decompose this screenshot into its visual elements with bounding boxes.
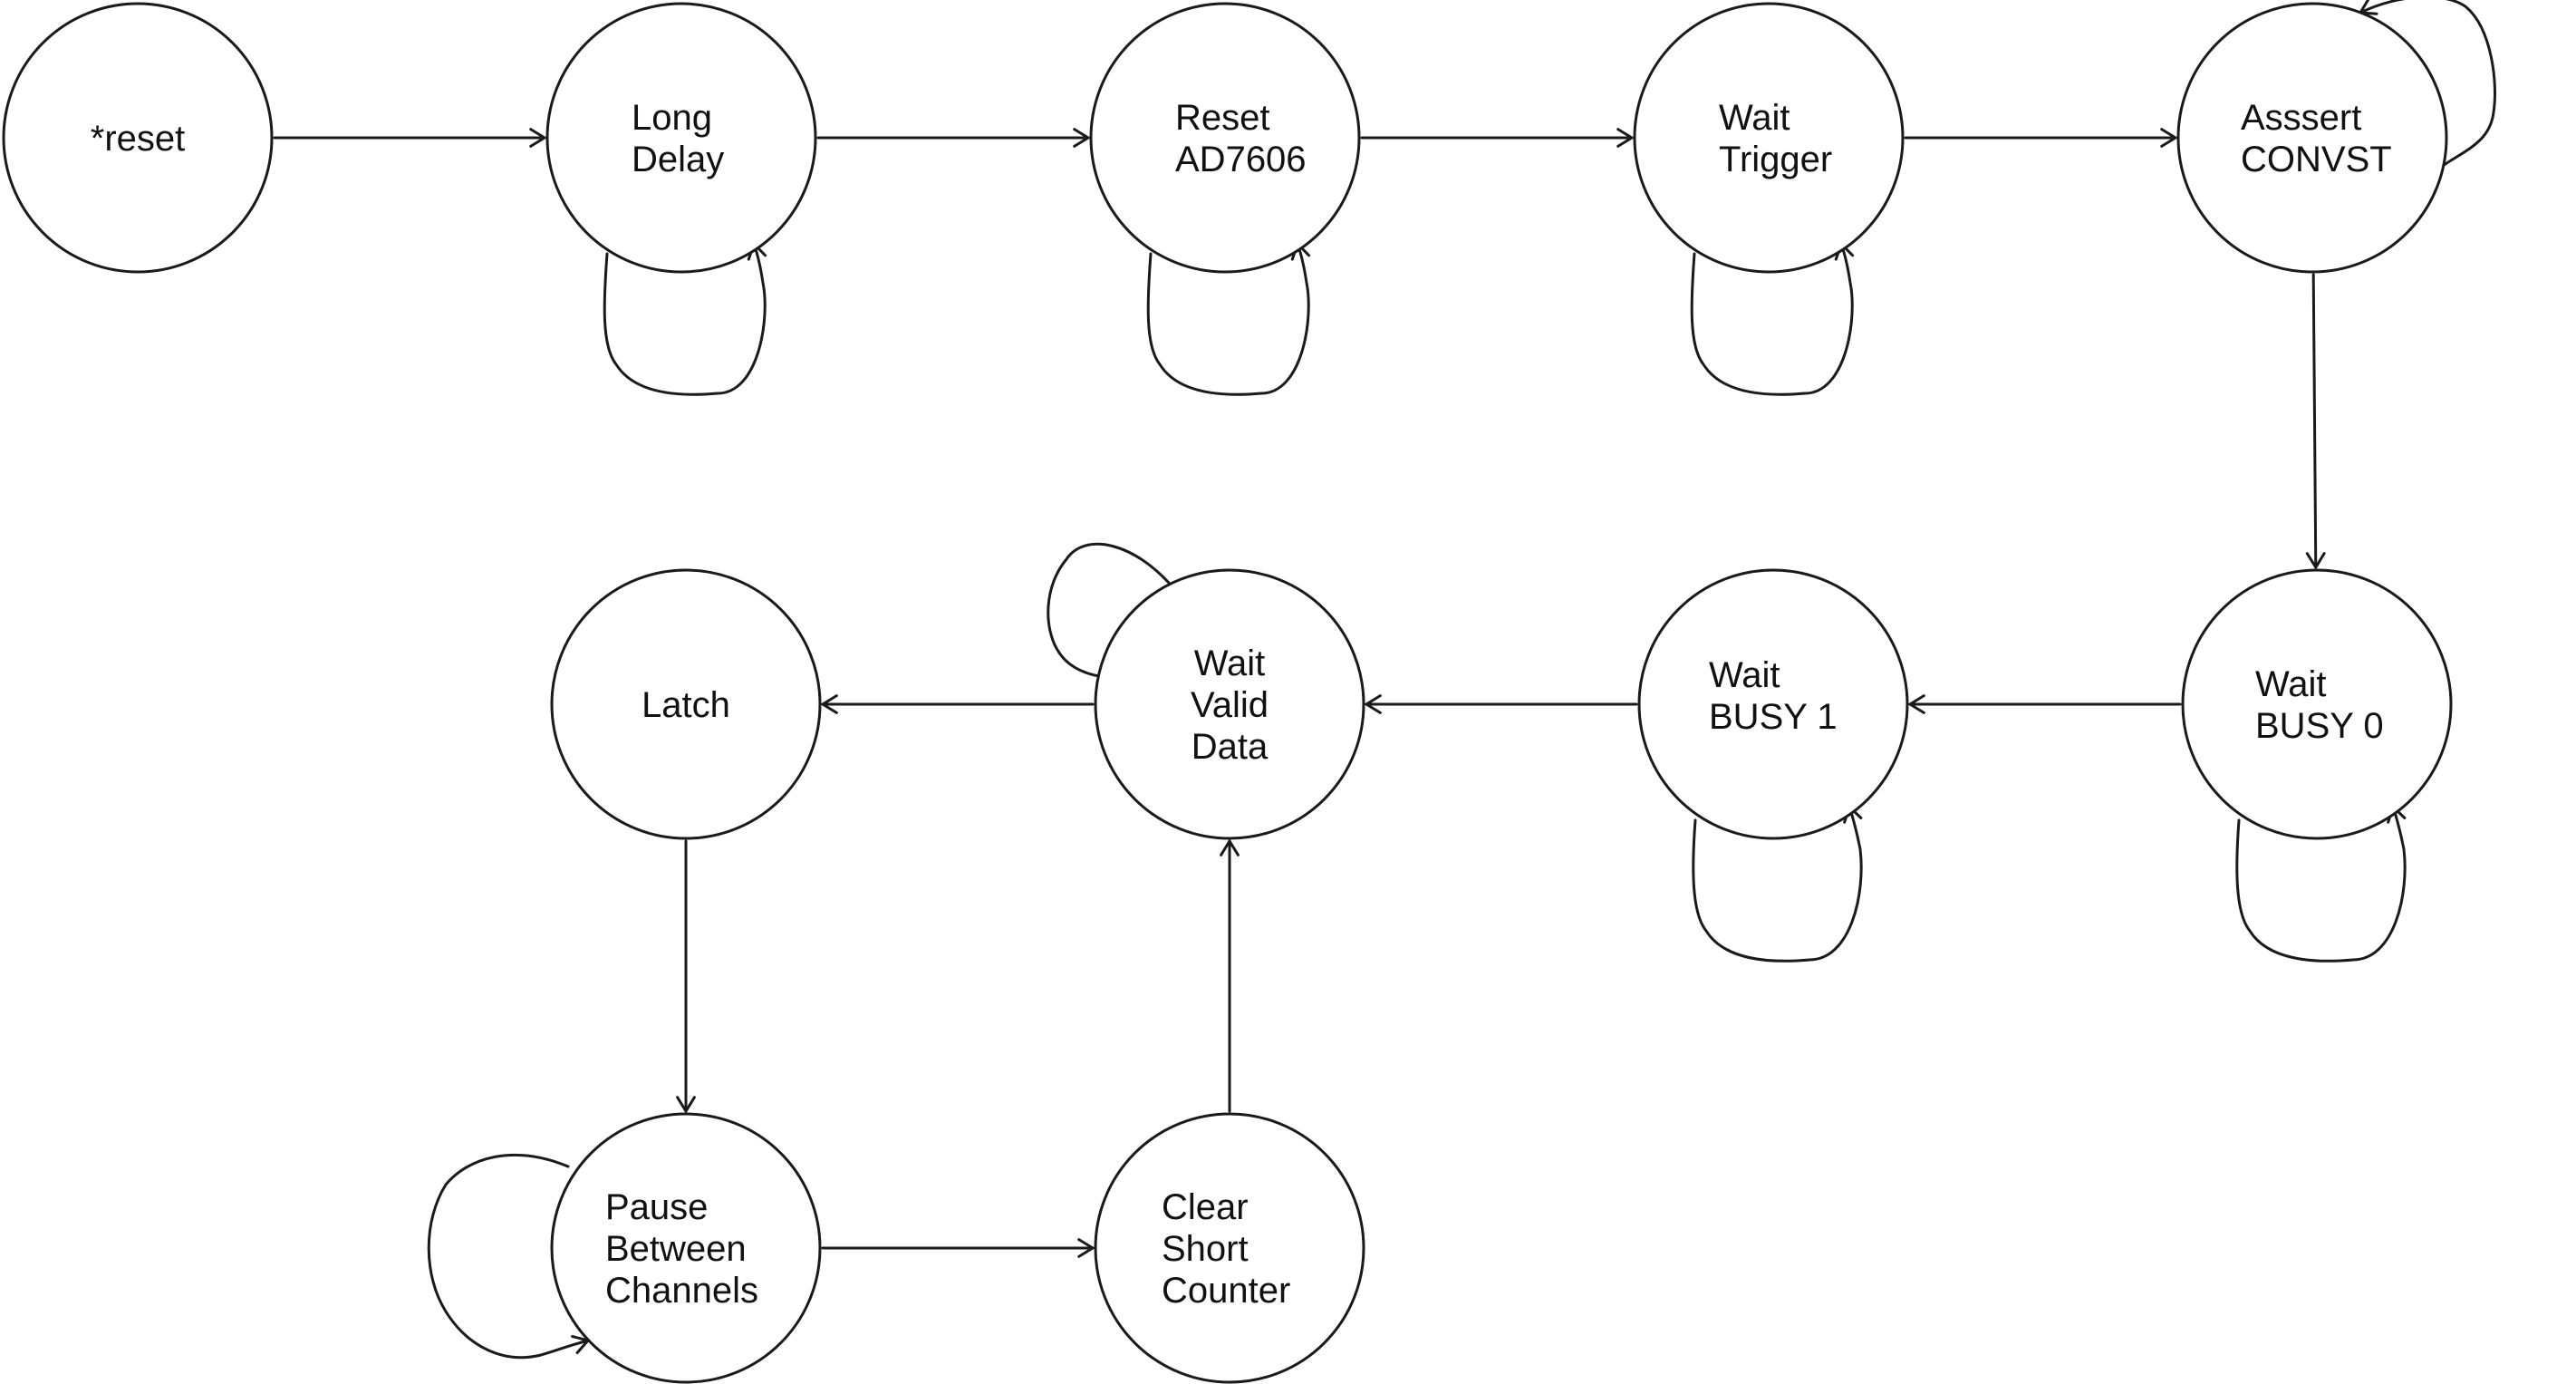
- state-label-line: Between: [605, 1229, 747, 1269]
- transition-long_delay-to-reset_ad7606: [816, 128, 1090, 148]
- transition-line: [2311, 273, 2318, 569]
- transition-wait_busy1-to-wait_valid_data: [1365, 694, 1638, 714]
- state-label-line: Wait: [2255, 664, 2327, 704]
- transition-arrowhead: [676, 1096, 696, 1113]
- transition-wait_valid_data-to-latch: [821, 694, 1095, 714]
- transition-layer: [273, 0, 2496, 1360]
- state-label-line: Valid: [1191, 685, 1269, 725]
- state-label-line: Long: [632, 98, 712, 138]
- state-label-line: Trigger: [1719, 140, 1832, 179]
- transition-arrowhead: [1616, 128, 1634, 148]
- state-label-line: *reset: [91, 119, 186, 159]
- transition-arrowhead: [2160, 128, 2177, 148]
- state-reset: *reset: [2, 2, 274, 274]
- state-label-line: BUSY 1: [1709, 697, 1838, 737]
- state-label-line: AD7606: [1175, 140, 1307, 179]
- self-loop-curve: [603, 242, 767, 396]
- state-circle: [550, 568, 822, 840]
- state-circle: [1089, 2, 1361, 274]
- state-label-line: Wait: [1719, 98, 1790, 138]
- state-label-line: Channels: [605, 1271, 758, 1311]
- transition-assert_convst-to-wait_busy0: [2305, 273, 2326, 569]
- state-circle: [1633, 2, 1905, 274]
- state-label-line: Clear: [1162, 1187, 1249, 1227]
- state-label-line: Reset: [1175, 98, 1270, 138]
- state-label-line: Counter: [1162, 1271, 1290, 1311]
- state-circle: [1094, 1112, 1365, 1384]
- state-circle: [1637, 568, 1909, 840]
- transition-arrowhead: [821, 694, 838, 714]
- state-latch: Latch: [550, 568, 822, 840]
- state-label-line: Delay: [632, 140, 724, 179]
- self-loop-curve: [1692, 805, 1863, 963]
- transition-arrowhead: [529, 128, 546, 148]
- transition-wait_busy0-to-wait_busy1: [1908, 694, 2182, 714]
- state-layer: *resetLongDelayResetAD7606WaitTriggerAss…: [2, 2, 2453, 1384]
- state-circle: [2, 2, 274, 274]
- state-label-line: Wait: [1709, 655, 1780, 695]
- self-loop-curve: [2235, 805, 2407, 963]
- state-label-line: BUSY 0: [2255, 706, 2384, 746]
- transition-reset-to-long_delay: [273, 128, 546, 148]
- state-circle: [545, 2, 817, 274]
- state-label-line: Wait: [1194, 644, 1266, 683]
- state-circle: [2181, 568, 2453, 840]
- transition-arrowhead: [1908, 694, 1925, 714]
- state-label-line: CONVST: [2241, 140, 2392, 179]
- transition-wait_trigger-to-assert_convst: [1904, 128, 2177, 148]
- transition-reset_ad7606-to-wait_trigger: [1360, 128, 1634, 148]
- transition-arrowhead: [1365, 694, 1382, 714]
- state-label-line: Pause: [605, 1187, 708, 1227]
- transition-clear_short_counter-to-wait_valid_data: [1220, 839, 1240, 1113]
- state-circle: [2176, 2, 2448, 274]
- state-label-line: Data: [1192, 727, 1269, 767]
- self-loop-curve: [1690, 242, 1854, 396]
- self-loop-curve: [427, 1153, 590, 1360]
- transition-arrowhead: [2305, 552, 2326, 569]
- transition-arrowhead: [1077, 1238, 1095, 1258]
- self-loop-curve: [1146, 242, 1310, 396]
- self-loop-curve: [2359, 0, 2496, 205]
- transition-arrowhead: [1220, 839, 1240, 857]
- state-label-line: Latch: [642, 685, 730, 725]
- state-circle: [550, 1112, 822, 1384]
- transition-arrowhead: [1073, 128, 1090, 148]
- state-label-line: Short: [1162, 1229, 1249, 1269]
- state-label-line: Asssert: [2241, 98, 2361, 138]
- transition-pause_between_channels-to-clear_short_counter: [821, 1238, 1095, 1258]
- state-circle: [1094, 568, 1365, 840]
- transition-latch-to-pause_between_channels: [676, 839, 696, 1113]
